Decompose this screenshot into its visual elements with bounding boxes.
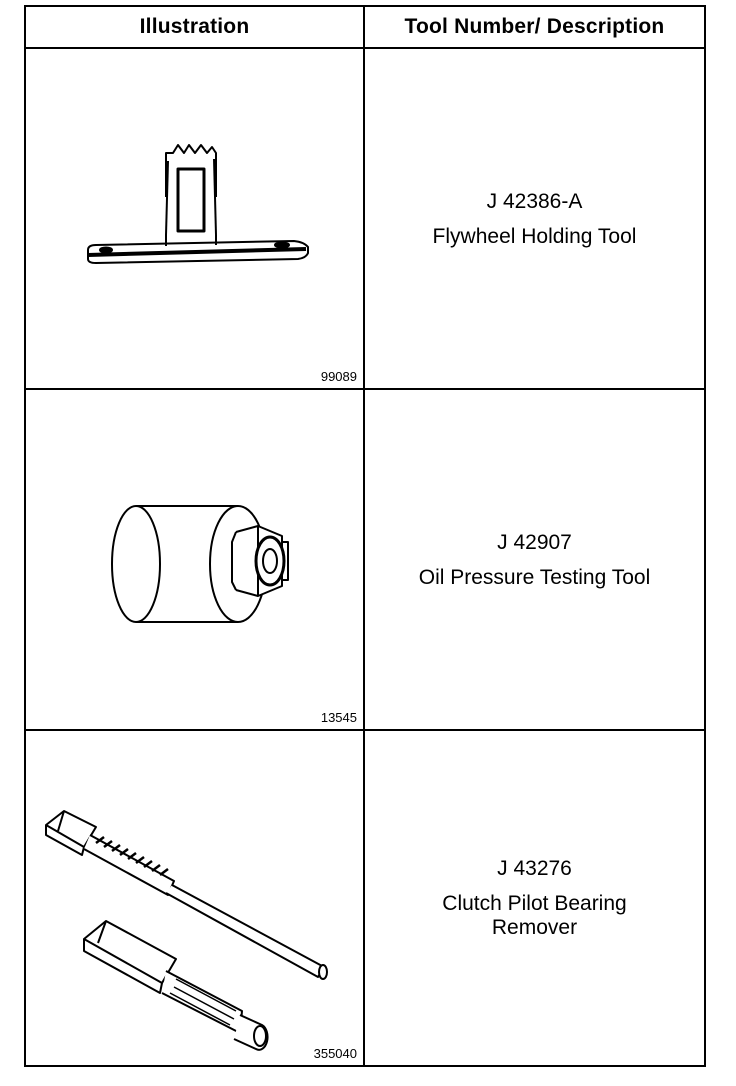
tool-description: Oil Pressure Testing Tool	[418, 565, 651, 589]
row-divider-1	[26, 388, 704, 390]
tool-description: Clutch Pilot Bearing Remover	[442, 892, 627, 939]
figure-id: 13545	[320, 710, 357, 725]
table-row-illustration-2: 13545	[26, 390, 363, 729]
column-divider	[363, 7, 365, 1065]
oil-pressure-testing-tool-icon	[111, 505, 289, 623]
clutch-pilot-bearing-remover-icon	[45, 810, 328, 1051]
table-row-illustration-1: 99089	[26, 49, 363, 388]
tool-number: J 43276	[497, 857, 572, 880]
header-illustration: Illustration	[139, 15, 250, 38]
header-tool-number-description: Tool Number/ Description	[404, 15, 665, 38]
table-row-description-3: J 43276 Clutch Pilot Bearing Remover	[365, 731, 704, 1065]
flywheel-holding-tool-icon	[87, 144, 309, 264]
figure-id: 99089	[320, 369, 357, 384]
table-row-illustration-3: 355040	[26, 731, 363, 1065]
tool-number: J 42386-A	[486, 189, 583, 213]
table-row-description-2: J 42907 Oil Pressure Testing Tool	[365, 390, 704, 729]
header-divider	[26, 47, 704, 49]
tool-number: J 42907	[497, 530, 572, 554]
table-row-description-1: J 42386-A Flywheel Holding Tool	[365, 49, 704, 388]
special-tools-table: Illustration Tool Number/ Description 99…	[24, 5, 706, 1067]
row-divider-2	[26, 729, 704, 731]
tool-description: Flywheel Holding Tool	[432, 224, 637, 248]
figure-id: 355040	[313, 1046, 357, 1061]
